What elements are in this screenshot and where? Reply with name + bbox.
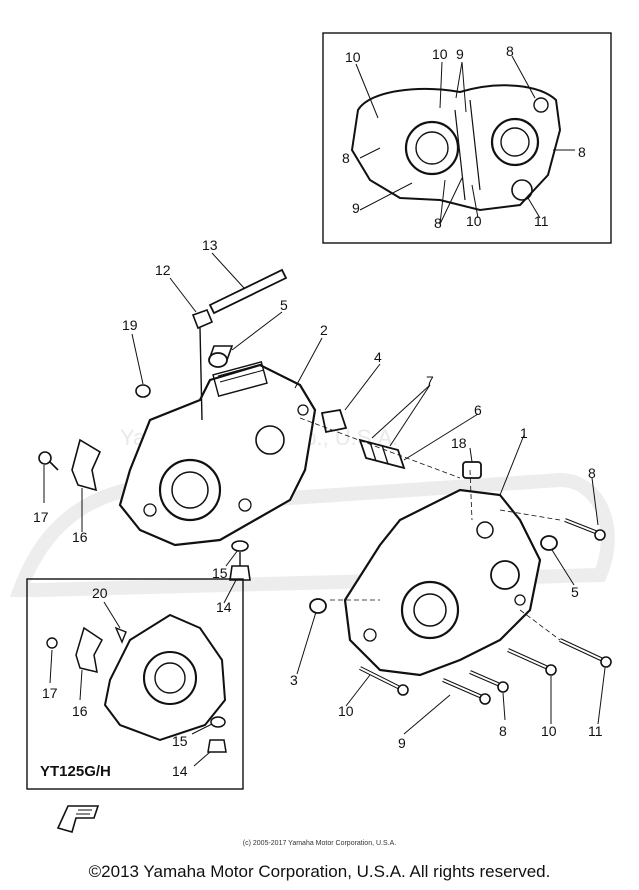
yt125-callout-14: 14 [172,763,188,779]
yt125-model-label: YT125G/H [40,763,111,780]
part-12-fitting [191,308,214,421]
top-inset-callout-8a: 8 [506,43,514,59]
yt125-callout-20: 20 [92,585,108,601]
yt125-part-16 [75,626,103,673]
callout-8-lower: 8 [499,723,507,739]
top-inset-leaders [355,55,575,225]
yt125-callout-16: 16 [72,703,88,719]
bolt-11 [559,638,612,668]
callout-3: 3 [290,672,298,688]
part-13-rod [208,268,288,315]
top-inset-callout-10c: 10 [466,213,482,229]
top-inset-bore-left [404,120,460,176]
callout-2: 2 [320,322,328,338]
yt125-callout-17: 17 [42,685,58,701]
callout-16: 16 [72,529,88,545]
yt125-inset: 20 17 16 15 14 YT125G/H [26,578,244,790]
callout-5-upper: 5 [280,297,288,313]
callout-17: 17 [33,509,49,525]
part-6-shaft [358,438,406,470]
callout-7: 7 [426,373,434,389]
top-inset-callout-8c: 8 [578,144,586,160]
callout-14: 14 [216,599,232,615]
callout-1: 1 [520,425,528,441]
top-inset-callout-10a: 10 [345,49,361,65]
bolt-8-upper [564,518,606,541]
part-15-washer [231,540,249,552]
callout-15: 15 [212,565,228,581]
callout-13: 13 [202,237,218,253]
part-17-bolt [38,451,59,471]
bolt-9 [442,678,491,705]
callout-11: 11 [588,723,603,739]
top-inset-callout-11: 11 [534,213,549,229]
top-inset: 10 10 9 8 8 8 9 8 10 11 [322,32,612,244]
yt125-callout-15: 15 [172,733,188,749]
footer-copyright: ©2013 Yamaha Motor Corporation, U.S.A. A… [88,862,551,881]
top-inset-frame [322,32,612,244]
small-copyright: (c) 2005-2017 Yamaha Motor Corporation, … [242,840,397,847]
callout-10-right: 10 [541,723,557,739]
callout-18: 18 [451,435,467,451]
yt125-part-14 [207,739,227,753]
top-inset-callout-10b: 10 [432,46,448,62]
part-3 [309,598,327,614]
part-14-plug [229,552,251,581]
part-4-bushing [320,408,348,434]
main-leaders [43,252,606,735]
callout-5-right: 5 [571,584,579,600]
yt125-inset-frame [26,578,244,790]
part-5-right [540,535,558,551]
callout-9: 9 [398,735,406,751]
callout-12: 12 [155,262,171,278]
top-inset-bore-right [490,117,540,167]
crankcase-right [343,488,542,677]
bolt-10-right [507,648,557,676]
top-inset-callout-9a: 9 [456,46,464,62]
bolt-10-left [359,666,409,696]
part-5-upper [208,345,234,368]
yt125-inset-crankcase [103,613,227,742]
top-inset-callout-8d: 8 [434,215,442,231]
part-18-cap [462,461,482,479]
bolt-8-lower [469,670,509,693]
yt125-part-15 [210,716,226,728]
top-inset-callout-9b: 9 [352,200,360,216]
yt125-part-17 [46,637,58,649]
callout-4: 4 [374,349,382,365]
callout-10-left: 10 [338,703,354,719]
callout-8-upper: 8 [588,465,596,481]
top-inset-callout-8b: 8 [342,150,350,166]
yt125-part-20 [114,626,127,644]
top-inset-crankcase [350,84,562,212]
callout-19: 19 [122,317,138,333]
front-arrow-icon [56,805,100,833]
part-19 [135,384,151,398]
part-16-bracket [71,438,102,492]
callout-6: 6 [474,402,482,418]
crankcase-left [118,361,317,547]
